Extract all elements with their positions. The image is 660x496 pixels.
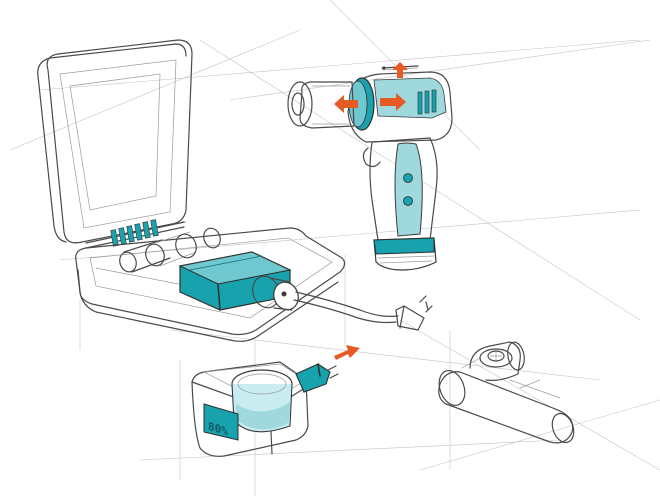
- motor-vents: [417, 89, 437, 115]
- carry-case: [37, 39, 433, 342]
- cordless-drill: [287, 62, 453, 271]
- charging-dock: 80%: [191, 345, 360, 457]
- handheld-attachment: [438, 341, 575, 444]
- case-lid: [37, 39, 193, 244]
- grip-buttons: [403, 173, 413, 206]
- charge-percentage: 80%: [208, 420, 228, 439]
- power-cord: [293, 291, 433, 331]
- plug-in-arrow: [334, 345, 360, 360]
- accessory-compartments: [119, 227, 221, 273]
- charger-display: 80%: [203, 403, 239, 441]
- drill-bit-set: [110, 219, 159, 247]
- construction-lines: [9, 0, 660, 496]
- direction-arrows: [334, 62, 408, 113]
- drill-battery: [373, 237, 437, 271]
